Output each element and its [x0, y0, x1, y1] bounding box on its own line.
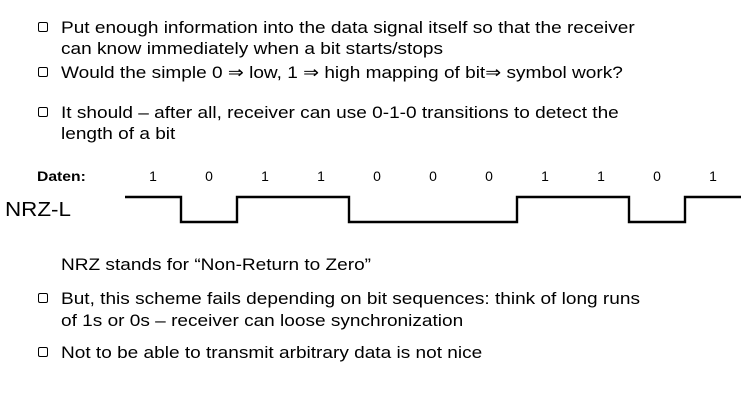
bit-label: 0 — [373, 168, 381, 184]
bullet-text-line: Put enough information into the data sig… — [61, 18, 635, 37]
square-bullet-icon — [38, 67, 48, 77]
data-label: Daten: — [37, 168, 86, 184]
bit-label: 0 — [205, 168, 213, 184]
bullet-text-line: It should – after all, receiver can use … — [61, 103, 619, 122]
bit-label: 1 — [541, 168, 549, 184]
square-bullet-icon — [38, 22, 48, 32]
bullet-text-line: can know immediately when a bit starts/s… — [61, 39, 444, 58]
bit-label: 0 — [429, 168, 437, 184]
bit-label: 1 — [261, 168, 269, 184]
bit-label: 1 — [149, 168, 157, 184]
encoding-label: NRZ-L — [5, 199, 71, 221]
bit-label: 1 — [709, 168, 717, 184]
bullet-text-line: of 1s or 0s – receiver can loose synchro… — [61, 311, 464, 330]
bit-label: 1 — [317, 168, 325, 184]
bullet-text-line: But, this scheme fails depending on bit … — [61, 289, 640, 308]
nrz-note: NRZ stands for “Non-Return to Zero” — [61, 255, 372, 274]
bit-label: 0 — [485, 168, 493, 184]
square-bullet-icon — [38, 347, 48, 357]
bit-label: 1 — [597, 168, 605, 184]
bullet-text-line: Not to be able to transmit arbitrary dat… — [61, 343, 483, 362]
bullet-text-line: length of a bit — [61, 124, 176, 143]
nrz-waveform — [125, 195, 741, 224]
bit-label: 0 — [653, 168, 661, 184]
bullet-text-line: Would the simple 0 ⇒ low, 1 ⇒ high mappi… — [61, 63, 623, 82]
nrz-signal-path — [125, 195, 741, 224]
square-bullet-icon — [38, 107, 48, 117]
square-bullet-icon — [38, 293, 48, 303]
bit-labels-row: 1 0 1 1 0 0 0 1 1 0 1 — [0, 166, 746, 187]
